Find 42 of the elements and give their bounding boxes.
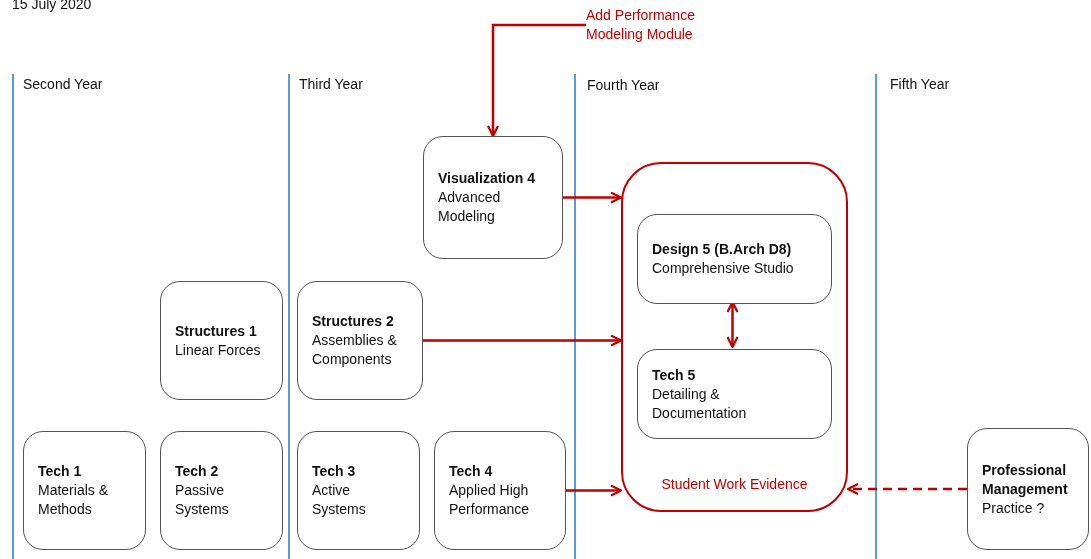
course-box <box>160 431 283 550</box>
course-description: Materials & Methods <box>38 481 110 519</box>
arrow <box>563 191 623 204</box>
course-description: Active Systems <box>312 481 367 519</box>
course-description: Comprehensive Studio <box>652 259 795 278</box>
course-box <box>967 428 1089 550</box>
course-box <box>297 281 423 400</box>
course-description: Detailing & Documentation <box>652 384 748 423</box>
arrow <box>486 23 586 138</box>
course-box <box>637 214 832 304</box>
course-title: Tech 4 <box>449 462 494 481</box>
course-description: Linear Forces <box>175 340 262 360</box>
course-title: Tech 2 <box>175 462 220 481</box>
course-description: Practice ? <box>982 498 1046 518</box>
arrow <box>423 334 623 347</box>
column-heading: Fourth Year <box>587 77 660 93</box>
course-description: Assemblies & Components <box>312 331 398 369</box>
course-title: Tech 5 <box>652 365 697 385</box>
column-heading: Second Year <box>23 76 103 92</box>
column-heading: Fifth Year <box>890 76 950 92</box>
course-description: Applied High Performance <box>449 481 531 519</box>
column-heading: Third Year <box>299 76 363 92</box>
course-title: Structures 1 <box>175 321 258 341</box>
course-title: Tech 3 <box>312 462 357 481</box>
group-box <box>621 162 848 512</box>
course-title: Visualization 4 <box>438 169 536 188</box>
course-box <box>160 281 283 400</box>
course-title: Tech 1 <box>38 462 83 481</box>
arrow <box>566 484 623 497</box>
course-title: Structures 2 <box>312 312 395 331</box>
annotation-text: Add Performance Modeling Module <box>586 6 726 44</box>
course-description: Advanced Modeling <box>438 188 502 226</box>
course-box <box>423 136 563 259</box>
course-box <box>434 431 566 550</box>
course-box <box>23 431 146 550</box>
group-label: Student Work Evidence <box>660 476 809 492</box>
course-box <box>297 431 420 550</box>
course-title: Professional Management <box>982 460 1069 499</box>
dashed-arrow <box>846 482 967 496</box>
course-description: Passive Systems <box>175 481 230 519</box>
course-title: Design 5 (B.Arch D8) <box>652 240 793 259</box>
course-box <box>637 349 832 439</box>
